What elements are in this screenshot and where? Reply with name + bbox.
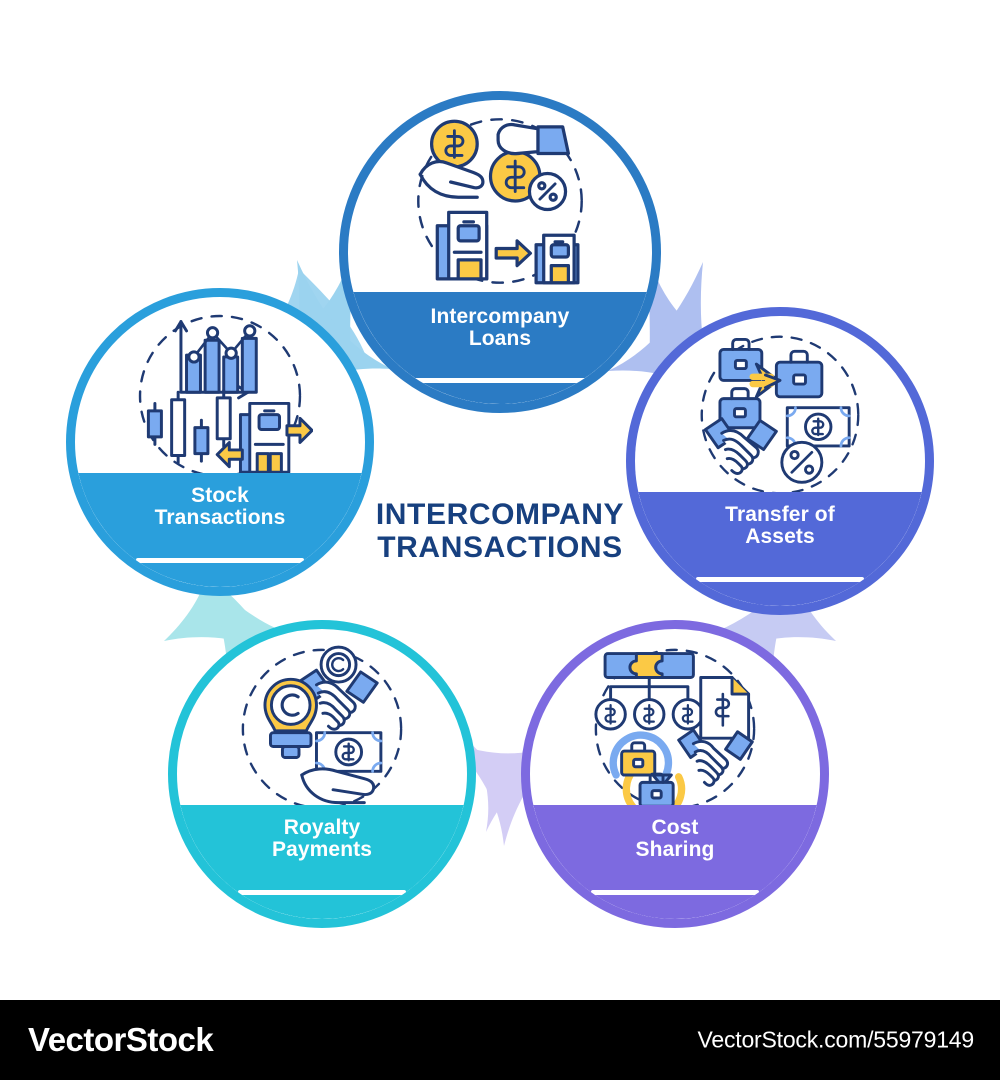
- watermark-bar: VectorStock VectorStock.com/55979149: [0, 1000, 1000, 1080]
- band-stock-transactions: Stock Transactions: [75, 473, 365, 587]
- band-notch: [238, 890, 406, 895]
- node-transfer-of-assets[interactable]: Transfer of Assets: [626, 307, 934, 615]
- icon-intercompany-loans: [348, 106, 652, 296]
- icon-royalty-payments: [177, 637, 467, 821]
- vectorstock-url: VectorStock.com/55979149: [697, 1026, 975, 1053]
- page-title-line1: INTERCOMPANY: [375, 498, 625, 531]
- band-royalty-payments: Royalty Payments: [177, 805, 467, 919]
- icon-transfer-of-assets: [635, 324, 925, 506]
- icon-stock-transactions: [75, 303, 365, 488]
- band-notch: [411, 378, 589, 383]
- band-cost-sharing: Cost Sharing: [530, 805, 820, 919]
- vectorstock-logo: VectorStock: [28, 1021, 214, 1058]
- band-intercompany-loans: Intercompany Loans: [348, 292, 652, 404]
- band-transfer-of-assets: Transfer of Assets: [635, 492, 925, 606]
- band-notch: [591, 890, 759, 895]
- band-notch: [136, 558, 304, 563]
- label-cost-sharing: Cost Sharing: [635, 816, 715, 862]
- label-stock-transactions: Stock Transactions: [154, 484, 286, 530]
- band-notch: [696, 577, 864, 582]
- node-intercompany-loans[interactable]: Intercompany Loans: [339, 91, 661, 413]
- label-intercompany-loans: Intercompany Loans: [430, 305, 570, 351]
- node-royalty-payments[interactable]: Royalty Payments: [168, 620, 476, 928]
- label-transfer-of-assets: Transfer of Assets: [725, 503, 835, 549]
- page-title: INTERCOMPANY TRANSACTIONS: [340, 498, 660, 564]
- node-cost-sharing[interactable]: Cost Sharing: [521, 620, 829, 928]
- node-stock-transactions[interactable]: Stock Transactions: [66, 288, 374, 596]
- label-royalty-payments: Royalty Payments: [271, 816, 373, 862]
- icon-cost-sharing: [530, 637, 820, 821]
- page-title-line2: TRANSACTIONS: [377, 531, 623, 564]
